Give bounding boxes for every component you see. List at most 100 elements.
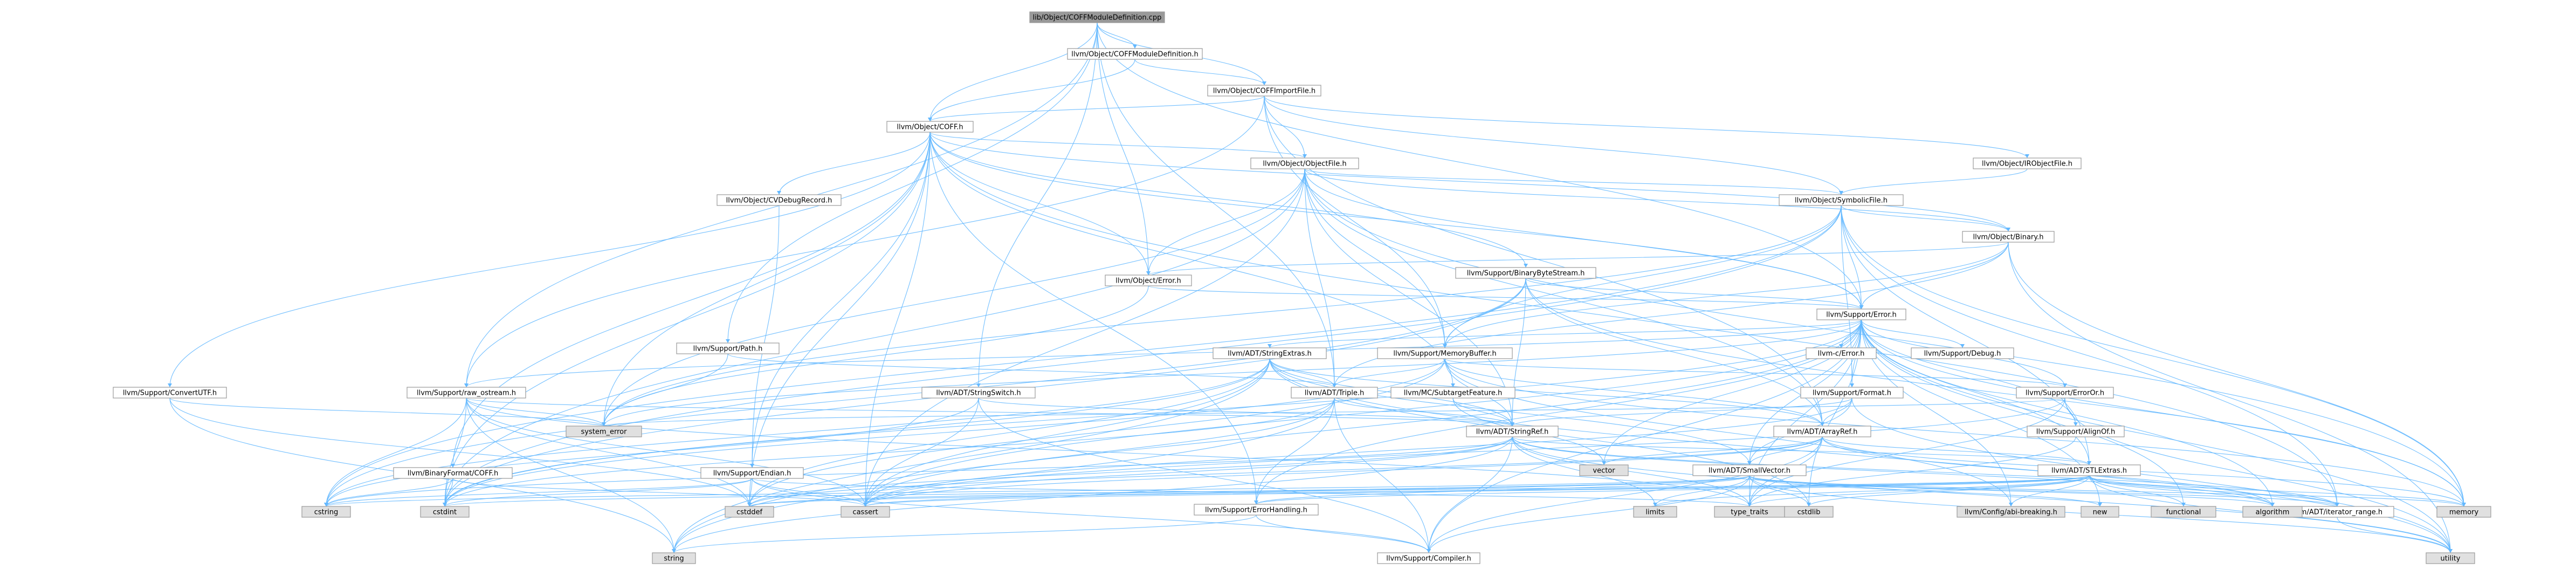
dependency-edge: [1444, 358, 2065, 388]
dependency-edge: [326, 475, 1750, 507]
edge-arrowhead: [1133, 45, 1137, 49]
node-box: [1692, 464, 1807, 476]
dependency-edge: [1264, 95, 1823, 427]
dependency-edge: [749, 436, 1513, 507]
edge-arrowhead: [1524, 264, 1528, 268]
system-header-node: cassert: [841, 506, 890, 518]
node-label: llvm/Object/COFF.h: [897, 124, 963, 132]
node-box: [2151, 506, 2216, 518]
edge-arrowhead: [928, 118, 932, 121]
edge-arrowhead: [2270, 503, 2275, 506]
header-node[interactable]: llvm/Object/Error.h: [1105, 275, 1192, 286]
edge-arrowhead: [2063, 383, 2067, 387]
header-node[interactable]: llvm/Object/Binary.h: [1962, 231, 2055, 243]
header-node[interactable]: llvm/Support/ConvertUTF.h: [113, 387, 227, 399]
dependency-edge: [1749, 436, 1823, 465]
header-node[interactable]: llvm/Support/MemoryBuffer.h: [1377, 347, 1513, 359]
system-header-node: new: [2081, 506, 2119, 518]
node-label: llvm/ADT/STLExtras.h: [2051, 467, 2127, 475]
header-node[interactable]: llvm/Support/ErrorOr.h: [2016, 387, 2114, 399]
node-box: [652, 552, 696, 564]
header-node[interactable]: llvm/ADT/ArrayRef.h: [1773, 426, 1871, 437]
node-label: llvm/Support/Compiler.h: [1386, 555, 1471, 563]
dependency-edge: [865, 397, 2065, 507]
node-label: llvm/Object/Binary.h: [1973, 234, 2044, 242]
dependency-edge: [2089, 475, 2464, 507]
node-box: [1579, 464, 1629, 476]
header-node[interactable]: llvm/ADT/SmallVector.h: [1692, 464, 1807, 476]
dependency-edge: [1861, 319, 2451, 553]
edge-arrowhead: [1807, 503, 1811, 506]
header-node[interactable]: llvm/BinaryFormat/COFF.h: [393, 467, 513, 479]
dependency-edge: [1512, 436, 2090, 465]
dependency-edge: [1452, 397, 1513, 427]
header-node[interactable]: llvm/ADT/iterator_range.h: [2280, 506, 2394, 518]
header-node[interactable]: llvm/Support/Endian.h: [700, 467, 804, 479]
dependency-edge: [1822, 436, 2464, 507]
dependency-edge: [1808, 475, 2090, 507]
dependency-edge: [1525, 278, 1823, 427]
system-header-node: algorithm: [2242, 506, 2303, 518]
system-header-node: functional: [2151, 506, 2216, 518]
header-node[interactable]: llvm/Object/COFF.h: [886, 121, 974, 133]
dependency-edge: [326, 397, 979, 507]
node-box: [1773, 426, 1871, 437]
dependency-edge: [1304, 168, 1823, 427]
header-node[interactable]: llvm/Support/BinaryByteStream.h: [1455, 267, 1596, 279]
header-node[interactable]: llvm/Support/Path.h: [676, 342, 780, 354]
dependency-edge: [2010, 475, 2090, 507]
header-node[interactable]: llvm/ADT/STLExtras.h: [2037, 464, 2141, 476]
header-node[interactable]: llvm/Support/ErrorHandling.h: [1194, 504, 1319, 516]
system-header-node: cstring: [301, 506, 351, 518]
header-node[interactable]: llvm/Support/Error.h: [1816, 308, 1906, 320]
header-node[interactable]: llvm/ADT/StringRef.h: [1466, 426, 1559, 437]
header-node[interactable]: llvm/Support/Compiler.h: [1377, 552, 1480, 564]
header-node[interactable]: llvm/ADT/StringSwitch.h: [921, 387, 1036, 399]
header-node[interactable]: llvm-c/Error.h: [1806, 347, 1877, 359]
header-node[interactable]: llvm/Object/SymbolicFile.h: [1779, 194, 1904, 206]
header-node[interactable]: llvm/Object/IRObjectFile.h: [1973, 157, 2082, 169]
header-node[interactable]: llvm/Support/AlignOf.h: [2027, 426, 2125, 437]
dependency-edge: [1861, 242, 2009, 310]
header-node[interactable]: llvm/Object/COFFImportFile.h: [1207, 85, 1321, 97]
header-node[interactable]: llvm/MC/SubtargetFeature.h: [1390, 387, 1516, 399]
header-node[interactable]: llvm/ADT/Triple.h: [1291, 387, 1378, 399]
dependency-edge: [1304, 168, 1445, 348]
dependency-edge: [749, 436, 1823, 507]
node-label: llvm/ADT/StringSwitch.h: [936, 389, 1021, 397]
dependency-edge: [865, 475, 1750, 507]
dependency-edge: [978, 22, 1098, 388]
dependency-edge: [929, 132, 1257, 505]
edge-arrowhead: [1451, 383, 1455, 387]
dependency-edge: [444, 397, 1335, 507]
header-node[interactable]: llvm/ADT/StringExtras.h: [1213, 347, 1327, 359]
dependency-edge: [444, 168, 1305, 507]
dependency-edge: [865, 475, 2090, 507]
header-node[interactable]: llvm/Object/ObjectFile.h: [1250, 157, 1359, 169]
dependency-edge: [466, 397, 750, 507]
dependency-edge: [1603, 319, 1862, 465]
node-label: cstddef: [736, 509, 763, 517]
dependency-edge: [466, 319, 1862, 388]
system-header-node: type_traits: [1714, 506, 1785, 518]
node-label: cstdint: [433, 509, 457, 517]
header-node[interactable]: llvm/Support/Format.h: [1800, 387, 1904, 399]
dependency-edge: [1861, 319, 2464, 507]
edge-arrowhead: [2462, 503, 2466, 506]
node-label: string: [664, 555, 684, 563]
dependency-edge: [603, 319, 1862, 427]
header-node[interactable]: llvm/Support/raw_ostream.h: [407, 387, 526, 399]
header-node[interactable]: llvm/Object/CVDebugRecord.h: [717, 194, 842, 206]
header-node[interactable]: llvm/Object/COFFModuleDefinition.h: [1067, 48, 1203, 60]
node-box: [1029, 11, 1165, 23]
dependency-edge: [1822, 436, 2090, 465]
edge-arrowhead: [1602, 461, 1606, 465]
node-box: [566, 426, 642, 437]
dependency-edge: [2337, 517, 2451, 553]
header-node[interactable]: llvm/Support/Debug.h: [1911, 347, 2014, 359]
dependency-edge: [1097, 22, 1335, 388]
dependency-edge: [865, 436, 1513, 507]
node-label: llvm/Support/BinaryByteStream.h: [1467, 270, 1585, 278]
dependency-nodes: lib/Object/COFFModuleDefinition.cppllvm/…: [113, 11, 2491, 564]
dependency-edge: [673, 358, 1270, 553]
